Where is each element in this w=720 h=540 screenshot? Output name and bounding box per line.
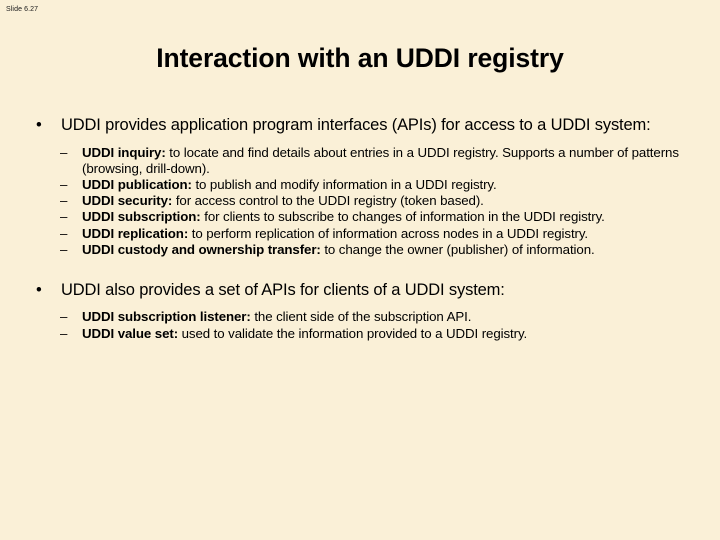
section-spacer <box>32 267 692 281</box>
sub-bullet-text: to change the owner (publisher) of infor… <box>320 241 595 257</box>
sub-bullet-lead: UDDI publication: <box>82 176 192 192</box>
sub-bullet-group: – UDDI inquiry: to locate and find detai… <box>32 145 692 258</box>
sub-bullet-lead: UDDI value set: <box>82 325 179 341</box>
main-bullet: • UDDI also provides a set of APIs for c… <box>32 281 692 301</box>
sub-bullet-text: the client side of the subscription API. <box>250 309 472 325</box>
dash-icon: – <box>60 225 68 241</box>
sub-bullet-item: – UDDI subscription: for clients to subs… <box>32 209 692 225</box>
sub-bullet-text: for clients to subscribe to changes of i… <box>200 209 605 225</box>
sub-bullet-item: – UDDI security: for access control to t… <box>32 193 692 209</box>
dash-icon: – <box>60 209 68 225</box>
sub-bullet-group: – UDDI subscription listener: the client… <box>32 309 692 341</box>
sub-bullet-text: to locate and find details about entries… <box>82 144 679 176</box>
sub-bullet-text: to publish and modify information in a U… <box>191 176 497 192</box>
sub-bullet-item: – UDDI inquiry: to locate and find detai… <box>32 145 692 177</box>
dash-icon: – <box>60 309 68 325</box>
dash-icon: – <box>60 241 68 257</box>
sub-bullet-lead: UDDI security: <box>82 193 173 209</box>
sub-bullet-lead: UDDI subscription: <box>82 209 201 225</box>
dash-icon: – <box>60 176 68 192</box>
main-bullet-text: UDDI also provides a set of APIs for cli… <box>61 280 505 299</box>
sub-bullet-item: – UDDI custody and ownership transfer: t… <box>32 242 692 258</box>
dash-icon: – <box>60 193 68 209</box>
main-bullet-text: UDDI provides application program interf… <box>61 116 651 134</box>
main-bullet: • UDDI provides application program inte… <box>32 116 692 136</box>
sub-bullet-item: – UDDI subscription listener: the client… <box>32 309 692 325</box>
sub-bullet-text: used to validate the information provide… <box>178 325 528 341</box>
sub-bullet-lead: UDDI custody and ownership transfer: <box>82 241 321 257</box>
page-title: Interaction with an UDDI registry <box>156 43 564 73</box>
slide-number-label: Slide 6.27 <box>6 6 39 13</box>
sub-bullet-lead: UDDI subscription listener: <box>82 309 251 325</box>
sub-bullet-item: – UDDI replication: to perform replicati… <box>32 226 692 242</box>
sub-bullet-lead: UDDI inquiry: <box>82 144 166 160</box>
dash-icon: – <box>60 144 68 160</box>
sub-bullet-lead: UDDI replication: <box>82 225 189 241</box>
sub-bullet-item: – UDDI publication: to publish and modif… <box>32 177 692 193</box>
bullet-dot-icon: • <box>36 116 42 134</box>
sub-bullet-text: to perform replication of information ac… <box>188 225 589 241</box>
sub-bullet-text: for access control to the UDDI registry … <box>172 193 484 209</box>
bullet-dot-icon: • <box>36 280 42 299</box>
slide-body: • UDDI provides application program inte… <box>32 116 692 351</box>
sub-bullet-item: – UDDI value set: used to validate the i… <box>32 326 692 342</box>
dash-icon: – <box>60 325 68 341</box>
